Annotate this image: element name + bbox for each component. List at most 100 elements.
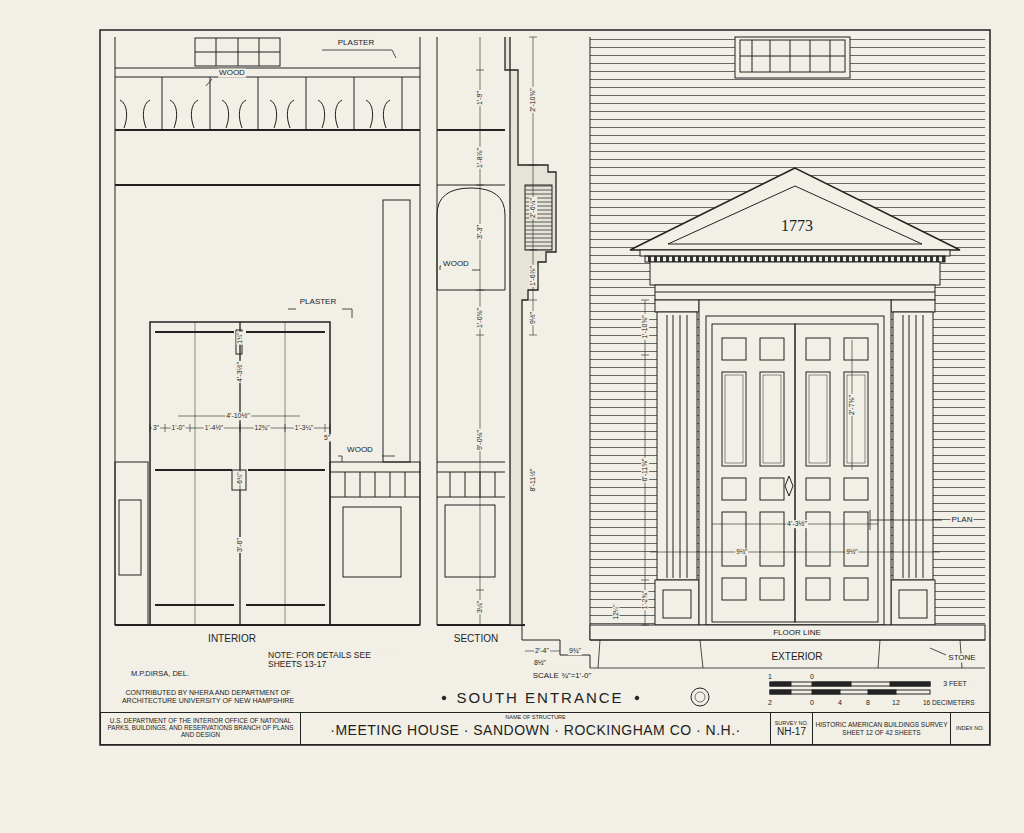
dimension-label-text: 1'-10⅜" [641,314,649,340]
dimension-label: 2'-10⅜" [529,87,537,113]
dimension-label-text: 6¾" [236,471,243,484]
scale-number: 1 [767,673,773,681]
dimension-label: 12¾" [254,424,271,431]
date-inscription-text: 1773 [780,217,814,235]
dimension-label-text: 2'-10⅜" [529,87,537,113]
dimension-label: 4'-3½" [786,520,808,528]
dimension-label-text: 9'-0⅛" [476,429,484,451]
delineator-credit: M.P.DIRSA, DEL. [130,670,190,678]
material-label: STONE [947,654,976,663]
view-title-text: SECTION [453,633,499,644]
scale-number-text: 0 [809,699,815,707]
dimension-label: 1'-0⅝" [476,307,484,329]
scale-number: 0 [809,673,815,681]
dimension-label: 2'-4" [534,647,550,655]
sheet-title-text: SOUTH ENTRANCE [455,690,624,707]
dimension-label: 9½" [735,548,748,555]
dimension-label-text: 9½" [735,548,748,555]
dimension-label-text: 4'-3½" [786,520,808,528]
dimension-label-text: 2'-7⅜" [848,394,856,416]
dimension-label-text: 1'-0⅝" [476,307,484,329]
scale-unit: 3 FEET [942,680,968,688]
dimension-label: 12¼" [612,604,619,621]
section-view [437,37,590,668]
dimension-label-text: 3" [152,424,160,431]
dimension-label: 1'-4½" [204,424,224,431]
dimension-label: 8'-11½" [529,467,537,492]
date-inscription: 1773 [780,217,814,235]
scale-number-text: 0 [809,673,815,681]
dimension-label-text: 4'-3½" [236,361,244,383]
dimension-label: 3" [152,424,160,431]
dimension-label: 9½" [529,311,537,325]
scale-number-text: 12 [891,699,901,707]
dimension-label-text: 1'-6⅞" [529,265,537,287]
scale-number-text: 1 [767,673,773,681]
agency-cell: U.S. DEPARTMENT OF THE INTERIOR OFFICE O… [100,712,301,745]
dimension-label-text: 9½" [529,311,537,325]
scale-number-text: 4 [837,699,843,707]
sheet-border [100,30,990,745]
dimension-label: 1'-3¼" [294,424,314,431]
dimension-label-text: 6'-11⅜" [641,457,649,482]
material-label-text: PLASTER [299,298,337,307]
dimension-label: 6¾" [236,471,243,484]
scale-number: 8 [865,699,871,707]
dimension-label-text: 4'-10½" [225,412,251,420]
dimension-label-text: 3¼" [476,600,484,614]
survey-name-cell: HISTORIC AMERICAN BUILDINGS SURVEYSHEET … [812,712,951,745]
view-title: EXTERIOR [770,651,823,662]
sheet-title: SOUTH ENTRANCE [455,690,624,707]
dimension-label-text: 1¾" [236,331,243,344]
note-text: NOTE: FOR DETAILS SEE SHEETS 13-17 [267,651,397,670]
dimension-label: 9¾" [568,647,582,655]
dimension-label-text: 3'-3" [476,224,484,240]
note-text-text: NOTE: FOR DETAILS SEE SHEETS 13-17 [267,651,397,670]
dimension-label: 3¼" [476,600,484,614]
dimension-label-text: 2'-6¼" [529,197,537,219]
cell-text: SHEET 12 OF 42 SHEETS [842,729,920,736]
dimension-label: 1'-8⅞" [476,147,484,169]
dimension-label-text: 1'-2⅝" [641,590,648,610]
exterior-elevation [590,37,985,668]
cell-heading: INDEX NO. [956,725,984,731]
scale-number: 12 [891,699,901,707]
dimension-label: 8½" [533,659,547,667]
scale-number: 4 [837,699,843,707]
material-label-text: WOOD [346,446,374,455]
credit-text: CONTRIBUTED BY NHERA AND DEPARTMENT OF A… [116,689,301,704]
cell-heading: HISTORIC AMERICAN BUILDINGS SURVEY [816,721,948,728]
dimension-label-text: 1'-4½" [204,424,224,431]
seal [691,688,709,706]
cell-heading: NAME OF STRUCTURE [505,714,566,720]
scale-number: 2 [767,699,773,707]
scale-note: SCALE ¾"=1'-0" [532,672,593,681]
dimension-label: 4'-3½" [236,361,244,383]
cell-text: NH-17 [777,726,806,737]
material-label: PLASTER [299,298,337,307]
dimension-label: 1'-0" [171,424,186,431]
floor-line-label-text: FLOOR LINE [772,629,822,638]
material-label-text: STONE [947,654,976,663]
scale-note-text: SCALE ¾"=1'-0" [532,672,593,681]
scale-bar [770,682,930,694]
dimension-label-text: 8'-11½" [529,467,537,492]
scale-unit-text: 3 FEET [942,680,968,688]
dimension-label: 3'-3" [476,224,484,240]
title-dot [635,696,639,700]
material-label: WOOD [442,260,470,269]
dimension-label-text: 5" [323,434,331,441]
dimension-label: 2'-7⅜" [848,394,856,416]
dimension-label-text: 9¾" [568,647,582,655]
dimension-label-text: 1'-0" [171,424,186,431]
dimension-label-text: 3'-6" [236,537,244,553]
dimension-label: 1'-2⅝" [641,590,648,610]
dimension-label: 4'-10½" [225,412,251,420]
dimension-lines [150,322,330,625]
dimension-label-text: 8½" [533,659,547,667]
dimension-label: 1'-9" [476,90,484,106]
dimension-label: 9½" [845,548,858,555]
cell-heading: U.S. DEPARTMENT OF THE INTERIOR OFFICE O… [103,718,298,739]
survey-number-cell: SURVEY NO.NH-17 [770,712,813,745]
dimension-label: 1¾" [236,331,243,344]
